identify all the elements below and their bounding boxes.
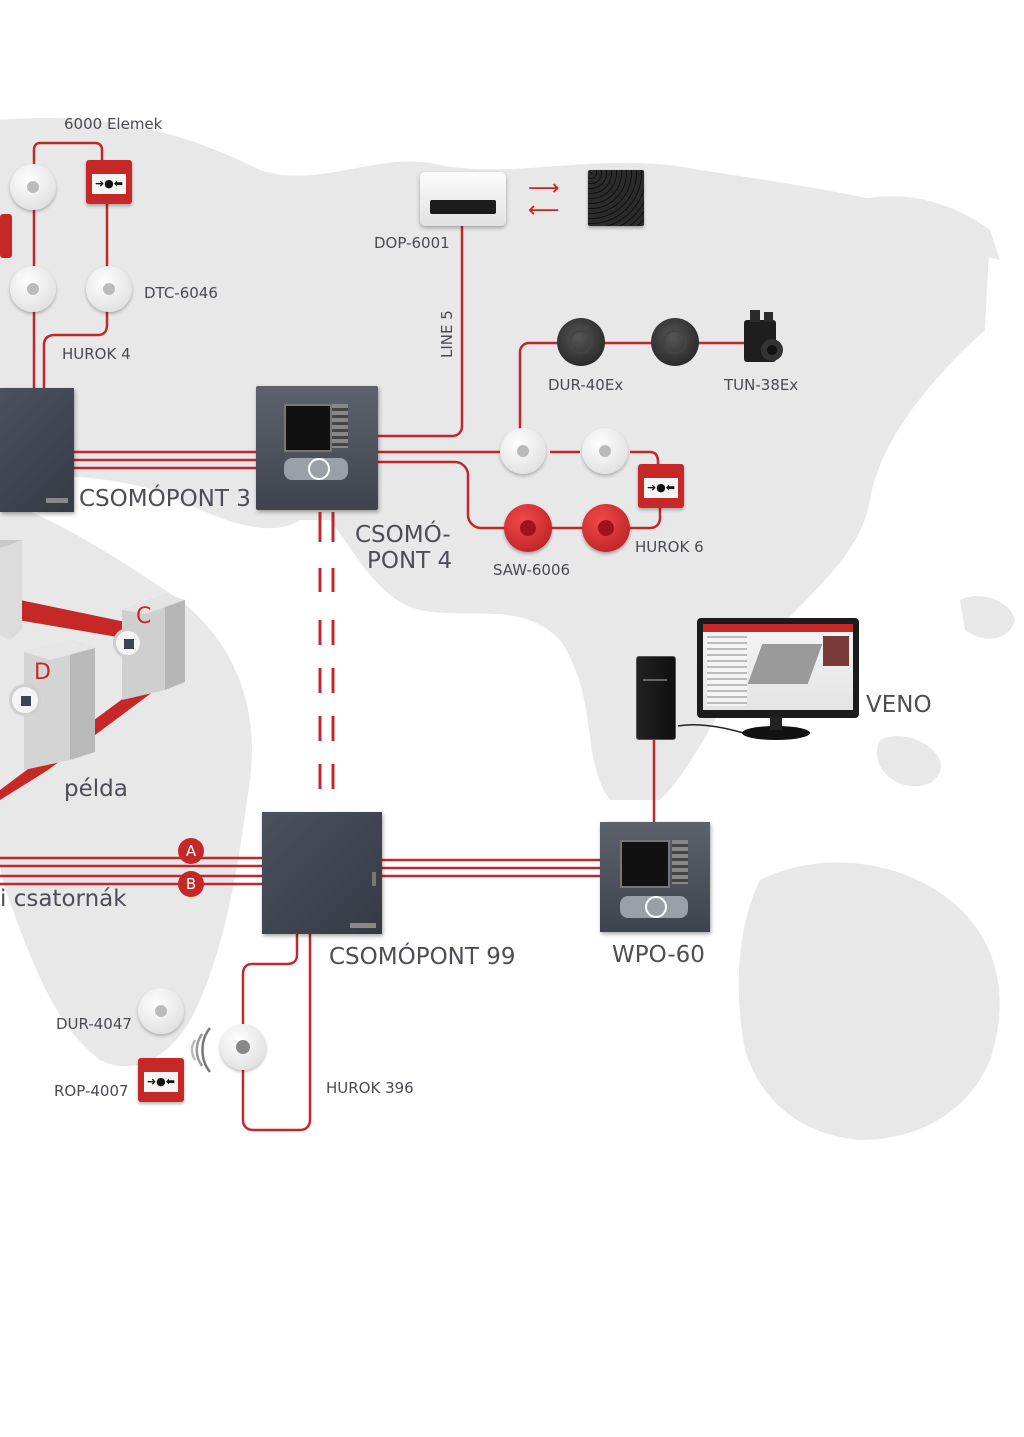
label-dur-4047: DUR-4047 <box>56 1015 132 1033</box>
detector-marker-d <box>9 684 41 716</box>
label-dtc-6046: DTC-6046 <box>144 284 218 302</box>
label-hurok-6: HUROK 6 <box>635 538 704 556</box>
building-example <box>0 540 185 800</box>
label-dop-6001: DOP-6001 <box>374 234 450 252</box>
detector-marker-c <box>113 628 143 658</box>
smoke-detector-icon <box>10 266 56 312</box>
sounder-icon <box>651 318 699 366</box>
control-panel-csomopont3 <box>0 388 74 512</box>
optical-beam-icon <box>420 172 506 226</box>
label-saw-6006: SAW-6006 <box>493 561 571 579</box>
wiring <box>0 141 744 1132</box>
building-label-c: C <box>136 604 152 629</box>
label-dur-40ex: DUR-40Ex <box>548 376 624 394</box>
beacon-sounder-icon <box>504 504 552 552</box>
label-veno: VENO <box>866 692 932 718</box>
channel-badge-a: A <box>178 838 204 864</box>
label-hurok-396: HUROK 396 <box>326 1079 414 1097</box>
label-csatornak: i csatornák <box>0 886 127 912</box>
wireless-detector-icon <box>220 1024 266 1070</box>
sounder-icon <box>557 318 605 366</box>
control-panel-csomopont4 <box>256 386 378 510</box>
loudspeaker-grill-icon <box>588 170 644 226</box>
control-panel-csomopont99 <box>262 812 382 934</box>
monitor-icon <box>697 618 859 718</box>
label-wpo-60: WPO-60 <box>612 942 705 968</box>
label-6000-elemek: 6000 Elemek <box>64 115 163 133</box>
control-panel-wpo60 <box>600 822 710 932</box>
label-hurok-4: HUROK 4 <box>62 345 131 363</box>
beacon-sounder-icon <box>582 504 630 552</box>
explosion-proof-device-icon <box>744 310 783 362</box>
smoke-detector-icon <box>582 428 628 474</box>
label-pelda: példa <box>64 776 128 802</box>
manual-call-point-icon: ➜●⬅ <box>138 1058 184 1102</box>
smoke-detector-icon <box>138 988 184 1034</box>
label-csomopont-4-line1: CSOMÓ- <box>355 522 451 548</box>
monitor-neck <box>770 716 782 730</box>
label-csomopont-3: CSOMÓPONT 3 <box>79 486 251 512</box>
label-csomopont-99: CSOMÓPONT 99 <box>329 944 516 970</box>
manual-call-point-icon <box>0 214 12 258</box>
label-csomopont-4-line2: PONT 4 <box>367 548 453 574</box>
wireless-icon <box>190 1027 212 1073</box>
manual-call-point-icon: ➜●⬅ <box>86 160 132 204</box>
smoke-detector-icon <box>500 428 546 474</box>
label-line-5: LINE 5 <box>438 310 456 358</box>
veno-screen <box>703 624 853 710</box>
arrow-left-icon: ⟵ <box>528 198 560 223</box>
channel-badge-b: B <box>178 871 204 897</box>
pc-tower-icon <box>636 656 676 740</box>
label-tun-38ex: TUN-38Ex <box>724 376 799 394</box>
manual-call-point-icon: ➜●⬅ <box>638 464 684 508</box>
building-label-d: D <box>34 660 51 685</box>
smoke-detector-icon <box>86 266 132 312</box>
arrow-right-icon: ⟶ <box>528 176 560 201</box>
smoke-detector-icon <box>10 164 56 210</box>
label-rop-4007: ROP-4007 <box>54 1082 129 1100</box>
monitor-stand <box>742 726 810 740</box>
